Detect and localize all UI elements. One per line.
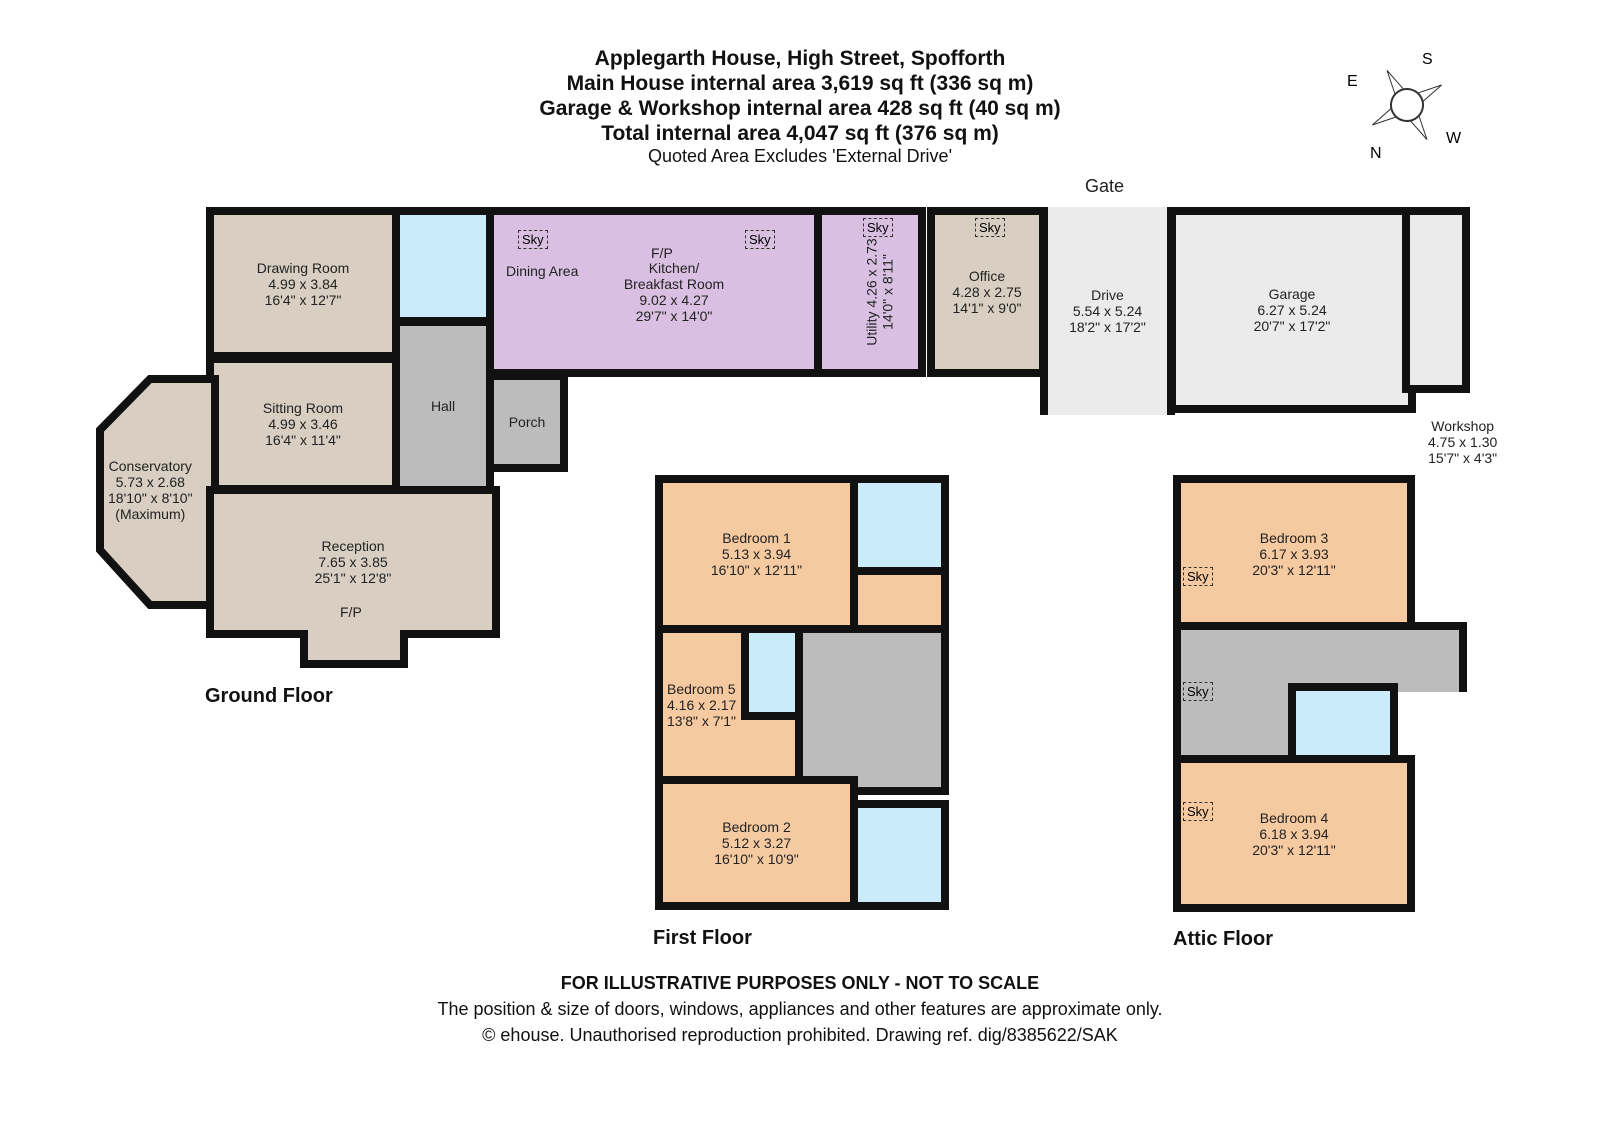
gate-label: Gate xyxy=(1085,176,1125,196)
skylight: Sky xyxy=(975,218,1005,237)
room-ensuite xyxy=(850,475,949,575)
fireplace-label: F/P xyxy=(651,245,673,261)
garage-area: Garage & Workshop internal area 428 sq f… xyxy=(539,97,1061,120)
copyright: © ehouse. Unauthorised reproduction proh… xyxy=(482,1025,1118,1045)
skylight: Sky xyxy=(1183,802,1213,821)
room-conservatory-shape xyxy=(96,375,219,609)
reception-bay xyxy=(300,630,408,668)
attic-floor-label: Attic Floor xyxy=(1173,928,1273,950)
plan-header: Applegarth House, High Street, Spofforth… xyxy=(0,46,1600,167)
room-bathroom xyxy=(850,800,949,910)
skylight: Sky xyxy=(1183,567,1213,586)
main-house-area: Main House internal area 3,619 sq ft (33… xyxy=(566,72,1034,95)
skylight: Sky xyxy=(863,218,893,237)
property-title: Applegarth House, High Street, Spofforth xyxy=(594,47,1006,70)
dining-area-label: Dining Area xyxy=(506,263,579,279)
skylight: Sky xyxy=(745,230,775,249)
room-workshop xyxy=(1402,207,1470,393)
room-wc xyxy=(392,207,494,325)
ground-floor-label: Ground Floor xyxy=(205,685,333,707)
fireplace-label: F/P xyxy=(340,604,362,620)
first-floor-label: First Floor xyxy=(653,927,752,949)
compass-e: E xyxy=(1347,73,1358,90)
total-area: Total internal area 4,047 sq ft (376 sq … xyxy=(601,122,999,145)
approximation-note: The position & size of doors, windows, a… xyxy=(437,999,1163,1019)
skylight: Sky xyxy=(1183,682,1213,701)
skylight: Sky xyxy=(518,230,548,249)
room-porch: Porch xyxy=(486,372,568,472)
disclaimer: FOR ILLUSTRATIVE PURPOSES ONLY - NOT TO … xyxy=(560,973,1040,993)
room-shower xyxy=(741,625,803,720)
compass-w: W xyxy=(1446,130,1462,147)
room-hall: Hall xyxy=(392,318,494,494)
room-attic-bathroom xyxy=(1288,683,1398,763)
compass-n: N xyxy=(1370,145,1382,160)
compass-icon: S E W N xyxy=(1347,51,1462,160)
first-landing xyxy=(795,625,949,795)
wardrobe xyxy=(850,567,949,633)
area-note: Quoted Area Excludes 'External Drive' xyxy=(647,146,953,166)
compass-s: S xyxy=(1422,51,1433,68)
